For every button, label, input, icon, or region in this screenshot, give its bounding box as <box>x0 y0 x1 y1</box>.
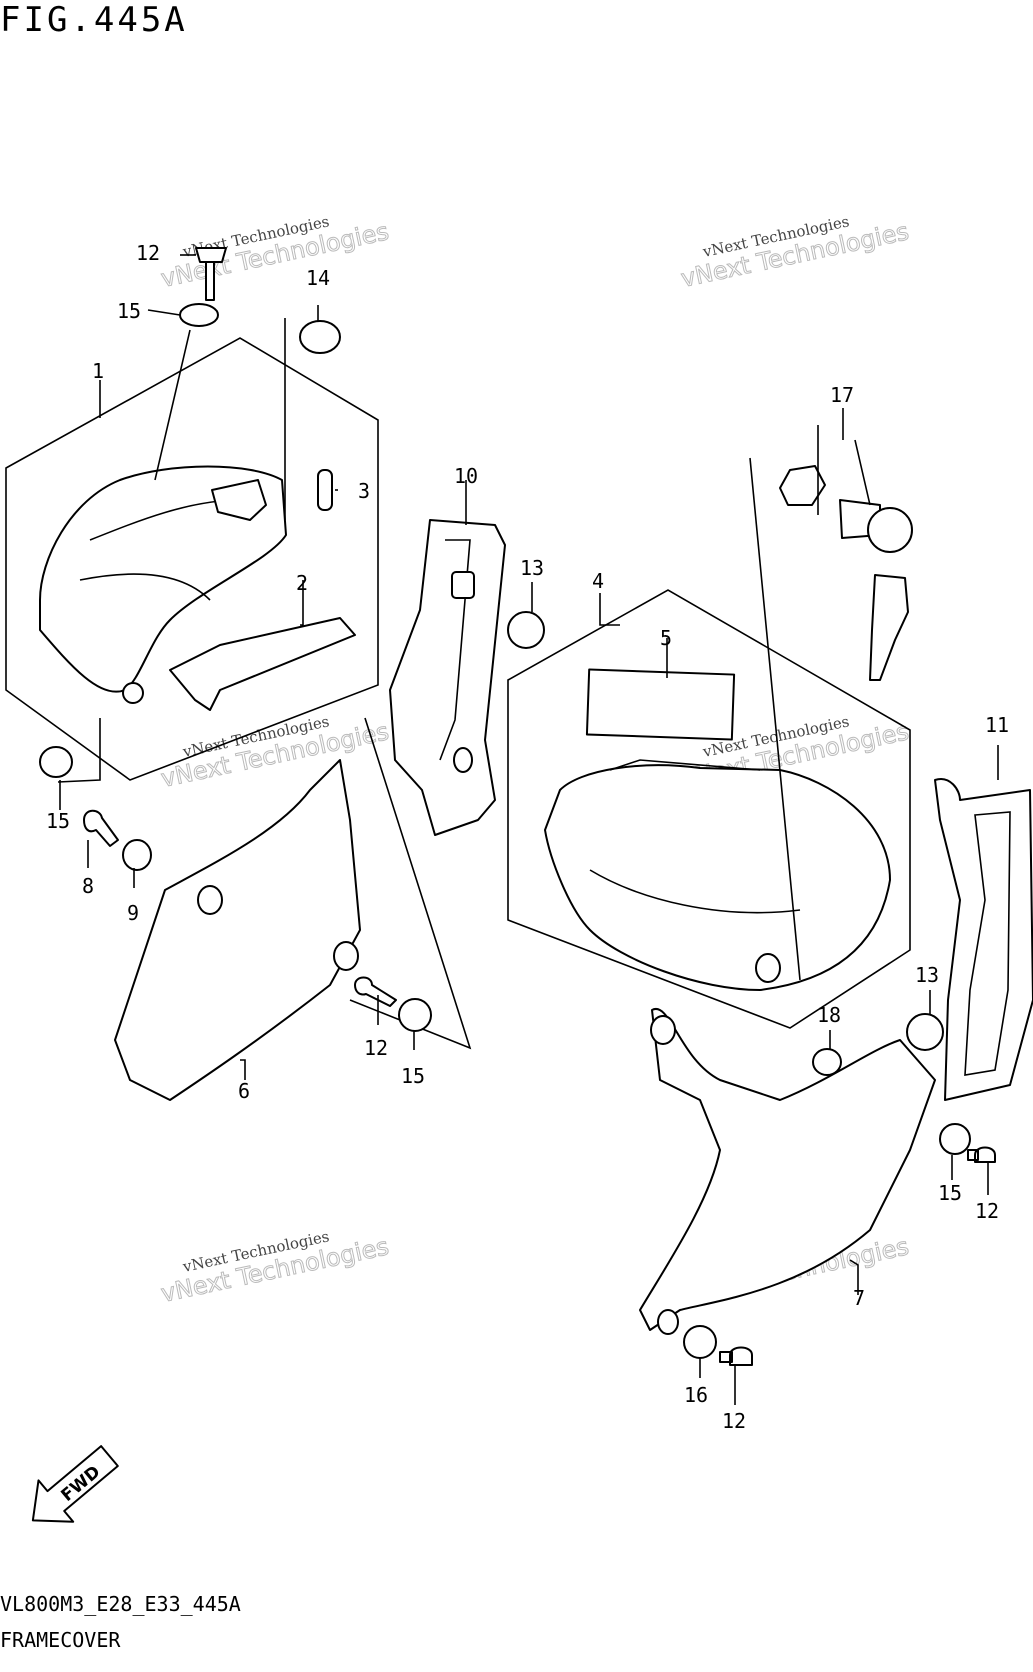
part-13-grommet-right <box>906 1013 944 1051</box>
part-15-grommet-top <box>179 303 219 327</box>
callout-3: 3 <box>358 479 370 503</box>
watermark-top-left: vNext Technologies vNext Technologies <box>158 212 392 293</box>
part-7-hole-bottom <box>657 1309 679 1335</box>
leader-line <box>749 457 801 981</box>
callout-9: 9 <box>127 901 139 925</box>
section-name: FRAMECOVER <box>0 1628 121 1652</box>
part-4-hole <box>755 953 781 983</box>
part-15-grommet-left <box>39 746 73 778</box>
fwd-arrow-icon: FWD <box>31 1445 119 1523</box>
callout-15-mid: 15 <box>401 1064 425 1088</box>
callout-labels: 1 2 3 4 5 6 7 8 9 10 11 12 12 12 12 13 1… <box>46 241 1009 1433</box>
part-1-mount-hole <box>122 682 144 704</box>
assembly-frame-4 <box>507 589 911 1029</box>
part-17-key-ring <box>867 507 913 553</box>
part-17-nut <box>779 465 826 506</box>
callout-18: 18 <box>817 1003 841 1027</box>
callout-7: 7 <box>853 1286 865 1310</box>
part-6-hole-lower <box>333 941 359 971</box>
part-4-right-frame-cover <box>544 764 891 991</box>
callout-16: 16 <box>684 1383 708 1407</box>
callout-15-top: 15 <box>117 299 141 323</box>
assembly-frame-1 <box>5 337 379 781</box>
callout-5: 5 <box>660 626 672 650</box>
part-10-hole <box>453 747 473 773</box>
part-10-bracket <box>389 519 506 836</box>
callout-2: 2 <box>296 571 308 595</box>
callout-15-right: 15 <box>938 1181 962 1205</box>
callout-15-left: 15 <box>46 809 70 833</box>
callout-12-right: 12 <box>975 1199 999 1223</box>
part-12-bolt-right <box>967 1146 996 1163</box>
callout-11: 11 <box>985 713 1009 737</box>
part-3-collar <box>317 469 333 511</box>
callout-14: 14 <box>306 266 330 290</box>
watermark-mid-left: vNext Technologies vNext Technologies <box>158 712 392 793</box>
part-14-cushion <box>299 320 341 354</box>
part-16-grommet <box>683 1325 717 1359</box>
callout-6: 6 <box>238 1079 250 1103</box>
part-15-grommet-mid <box>398 998 432 1032</box>
part-5-label <box>585 668 736 741</box>
callout-10: 10 <box>454 464 478 488</box>
part-10-stud <box>451 571 475 599</box>
part-6-lower-left-cover <box>114 759 361 1101</box>
part-9-grommet <box>122 839 152 871</box>
part-12-bolt-bottom <box>719 1346 753 1366</box>
part-11-bracket-right <box>934 778 1033 1101</box>
part-7-lower-right-cover <box>639 1007 936 1331</box>
part-18-grommet <box>812 1048 842 1076</box>
part-1-bracket <box>211 479 267 521</box>
leader-line <box>349 717 472 1050</box>
watermark-bottom-left: vNext Technologies vNext Technologies <box>158 1227 392 1308</box>
callout-12-top: 12 <box>136 241 160 265</box>
part-11-inner-slot <box>964 811 1011 1076</box>
callout-17: 17 <box>830 383 854 407</box>
part-17-key <box>869 574 909 681</box>
leader-line <box>154 329 191 481</box>
callout-1: 1 <box>92 359 104 383</box>
leader-line <box>817 425 871 515</box>
callout-13-right: 13 <box>915 963 939 987</box>
part-12-bolt-mid <box>354 976 397 1007</box>
part-10-inner-edge <box>439 539 471 761</box>
callout-8: 8 <box>82 874 94 898</box>
figure-title: FIG.445A <box>0 0 188 40</box>
part-1-left-frame-cover <box>39 465 287 693</box>
part-6-hole <box>197 885 223 915</box>
callout-13-left: 13 <box>520 556 544 580</box>
part-4-inner-lines <box>589 759 801 914</box>
part-7-hole-top <box>650 1015 676 1045</box>
part-15-grommet-right <box>939 1123 971 1155</box>
part-8-screw <box>83 809 119 847</box>
part-2-plate <box>169 617 356 711</box>
part-13-grommet-left <box>507 611 545 649</box>
part-12-bolt-top <box>195 247 227 301</box>
callout-12-mid: 12 <box>364 1036 388 1060</box>
model-code: VL800M3_E28_E33_445A <box>0 1592 241 1616</box>
callout-12-bottom: 12 <box>722 1409 746 1433</box>
watermark-top-right: vNext Technologies vNext Technologies <box>678 212 912 293</box>
callout-4: 4 <box>592 569 604 593</box>
callout-leaders <box>57 254 999 1405</box>
